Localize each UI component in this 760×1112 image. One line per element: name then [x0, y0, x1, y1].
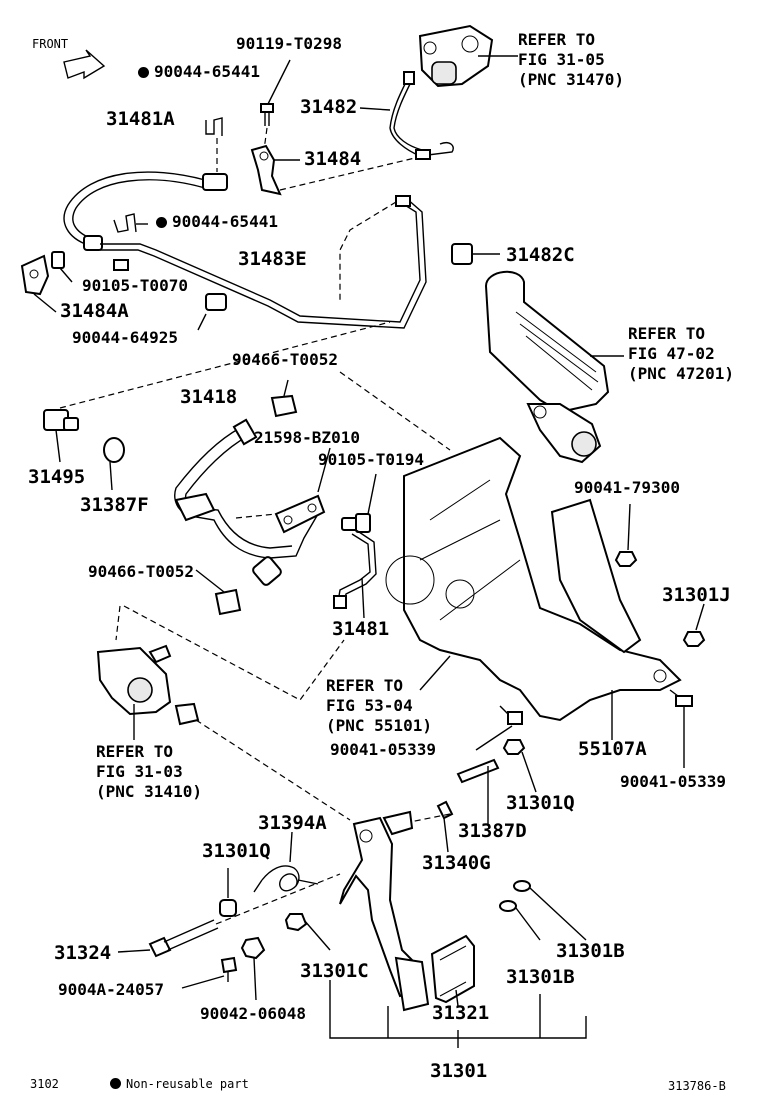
part-label-90119-T0298: 90119-T0298 [236, 34, 342, 53]
plate-21598-BZ010 [274, 494, 326, 534]
pedal-bracket [385, 436, 682, 722]
part-label-31394A: 31394A [258, 812, 327, 834]
hose-31418 [174, 418, 319, 586]
ref-fig-31-05[interactable]: REFER TO FIG 31-05 (PNC 31470) [518, 30, 624, 89]
sensor-31495 [43, 409, 79, 431]
non-reusable-bullet-icon [138, 67, 149, 78]
bracket-31484 [250, 144, 282, 196]
part-label-31482: 31482 [300, 96, 358, 118]
part-label-31482C: 31482C [506, 244, 575, 266]
brake-master-cylinder [484, 270, 610, 464]
front-label: FRONT [32, 37, 69, 51]
part-label-90044-64925: 90044-64925 [72, 328, 178, 347]
clamp-icon-top [270, 394, 298, 418]
part-label-31481: 31481 [332, 618, 390, 640]
footer-right-code: 313786-B [668, 1079, 726, 1093]
ref-fig-47-02[interactable]: REFER TO FIG 47-02 (PNC 47201) [628, 324, 734, 383]
clamp-icon-lower [214, 588, 242, 616]
bolt-icon-31324 [148, 919, 219, 958]
bolt-icon-right [669, 689, 693, 707]
part-label-31324: 31324 [54, 942, 112, 964]
part-label-90041-79300: 90041-79300 [574, 478, 680, 497]
clutch-release-cylinder [96, 644, 200, 726]
part-label-31301J: 31301J [662, 584, 731, 606]
nut-icon-90041-79300 [614, 551, 638, 567]
non-reusable-bullet-icon [110, 1078, 121, 1089]
clutch-hose-31481A [63, 171, 228, 251]
part-label-90044-65441-a: 90044-65441 [138, 64, 260, 80]
part-label-31481A: 31481A [106, 108, 175, 130]
part-label-90105-T0194: 90105-T0194 [318, 450, 424, 469]
nut-icon-31301J [682, 631, 706, 647]
clip-icon-9004A-24057 [220, 956, 238, 982]
part-label-31495: 31495 [28, 466, 86, 488]
part-label-31484: 31484 [304, 148, 362, 170]
clutch-master-cylinder-top [418, 24, 494, 88]
pipe-31482 [389, 71, 454, 160]
part-label-31484A: 31484A [60, 300, 129, 322]
pipe-31481 [333, 529, 377, 609]
part-label-31321: 31321 [432, 1002, 490, 1024]
part-label-31387D: 31387D [458, 820, 527, 842]
part-label-31301B-b: 31301B [506, 966, 575, 988]
ref-fig-31-03[interactable]: REFER TO FIG 31-03 (PNC 31410) [96, 742, 202, 801]
part-label-90466-T0052-a: 90466-T0052 [232, 350, 338, 369]
part-label-31301: 31301 [430, 1060, 488, 1082]
bracket-31484A [20, 254, 50, 296]
footer-legend: Non-reusable part [110, 1078, 249, 1090]
part-label-31340G: 31340G [422, 852, 491, 874]
grommet-31482C [451, 243, 473, 265]
ref-fig-53-04[interactable]: REFER TO FIG 53-04 (PNC 55101) [326, 676, 432, 735]
part-label-90042-06048: 90042-06048 [200, 1004, 306, 1023]
part-label-31301C: 31301C [300, 960, 369, 982]
part-label-21598-BZ010: 21598-BZ010 [254, 428, 360, 447]
part-label-31483E: 31483E [238, 248, 307, 270]
footer-left-code: 3102 [30, 1077, 59, 1091]
bolt-icon-90119 [260, 103, 274, 126]
part-label-9004A-24057: 9004A-24057 [58, 980, 164, 999]
clip-icon-lower [113, 213, 137, 233]
part-label-31387F: 31387F [80, 494, 149, 516]
pipe-31483E [100, 195, 427, 329]
part-label-55107A: 55107A [578, 738, 647, 760]
part-label-90041-05339-b: 90041-05339 [620, 772, 726, 791]
front-arrow-icon [63, 49, 106, 80]
clutch-pedal [339, 810, 430, 1012]
part-label-90466-T0052-b: 90466-T0052 [88, 562, 194, 581]
nut-icon-90042-06048 [240, 936, 266, 960]
clip-icon-90044-64925 [205, 293, 227, 311]
cushion-icon-31301B-a [513, 880, 531, 892]
union-icon-90105-T0070 [51, 251, 129, 271]
spring-31394A [253, 865, 319, 893]
clip-icon-top [205, 117, 223, 136]
cushion-icon-31301B-b [499, 900, 517, 912]
union-icon-90105-T0194 [341, 513, 371, 533]
part-label-31418: 31418 [180, 386, 238, 408]
pedal-pad-31321 [430, 934, 475, 1004]
oring-31387F [103, 437, 125, 463]
part-label-90041-05339-a: 90041-05339 [330, 740, 436, 759]
part-label-90105-T0070: 90105-T0070 [82, 276, 188, 295]
nut-icon-31301Q-a [502, 739, 526, 755]
bolt-icon-left [499, 705, 523, 725]
non-reusable-bullet-icon [156, 217, 167, 228]
collar-31301C [284, 913, 308, 932]
part-label-31301B-a: 31301B [556, 940, 625, 962]
part-label-31301Q-a: 31301Q [506, 792, 575, 814]
pin-31387D [456, 758, 500, 784]
part-label-31301Q-b: 31301Q [202, 840, 271, 862]
bushing-31301Q-b [219, 899, 237, 917]
part-label-90044-65441-b: 90044-65441 [156, 214, 278, 230]
